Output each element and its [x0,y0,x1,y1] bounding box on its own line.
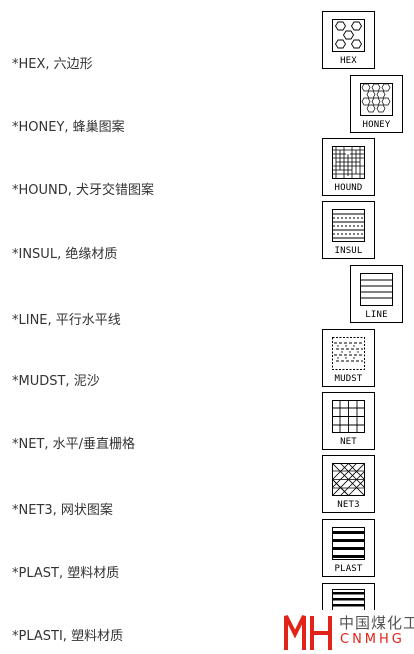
hex-tile-name: HEX [340,56,357,66]
net3-tile: NET3 [322,455,375,513]
label-mudst: *MUDST, 泥沙 [12,374,100,389]
honey-tile-name: HONEY [362,120,391,130]
mh-logo-icon [284,615,332,650]
label-net3: *NET3, 网状图案 [12,503,113,518]
insul-tile-name: INSUL [334,246,363,256]
label-line: *LINE, 平行水平线 [12,313,121,328]
net3-tile-name: NET3 [337,500,360,510]
line-pattern-icon [360,273,393,306]
line-tile-name: LINE [365,310,388,320]
hound-pattern-icon [332,146,365,179]
plast-tile: PLAST [322,519,375,577]
cnmhg-logo: 中国煤化工 CNMHG [282,610,414,654]
mudst-pattern-icon [332,337,365,370]
label-net: *NET, 水平/垂直栅格 [12,437,136,452]
label-plast: *PLAST, 塑料材质 [12,566,120,581]
net3-pattern-icon [332,463,365,496]
label-insul: *INSUL, 绝缘材质 [12,247,118,262]
label-hex: *HEX, 六边形 [12,57,93,72]
honey-tile: HONEY [350,75,403,133]
net-tile-name: NET [340,437,357,447]
label-honey: *HONEY, 蜂巢图案 [12,120,125,135]
net-pattern-icon [332,400,365,433]
net-tile: NET [322,392,375,450]
hound-tile-name: HOUND [334,183,363,193]
insul-pattern-icon [332,209,365,242]
mudst-tile: MUDST [322,329,375,387]
line-tile: LINE [350,265,403,323]
honey-pattern-icon [360,83,393,116]
hound-tile: HOUND [322,138,375,196]
logo-english-text: CNMHG [340,632,405,647]
plast-pattern-icon [332,527,365,560]
mudst-tile-name: MUDST [334,374,363,384]
insul-tile: INSUL [322,201,375,259]
hex-pattern-icon [332,19,365,52]
label-hound: *HOUND, 犬牙交错图案 [12,183,155,198]
logo-chinese-text: 中国煤化工 [339,614,414,632]
plast-tile-name: PLAST [334,564,363,574]
hex-tile: HEX [322,11,375,69]
label-plasti: *PLASTI, 塑料材质 [12,629,124,644]
